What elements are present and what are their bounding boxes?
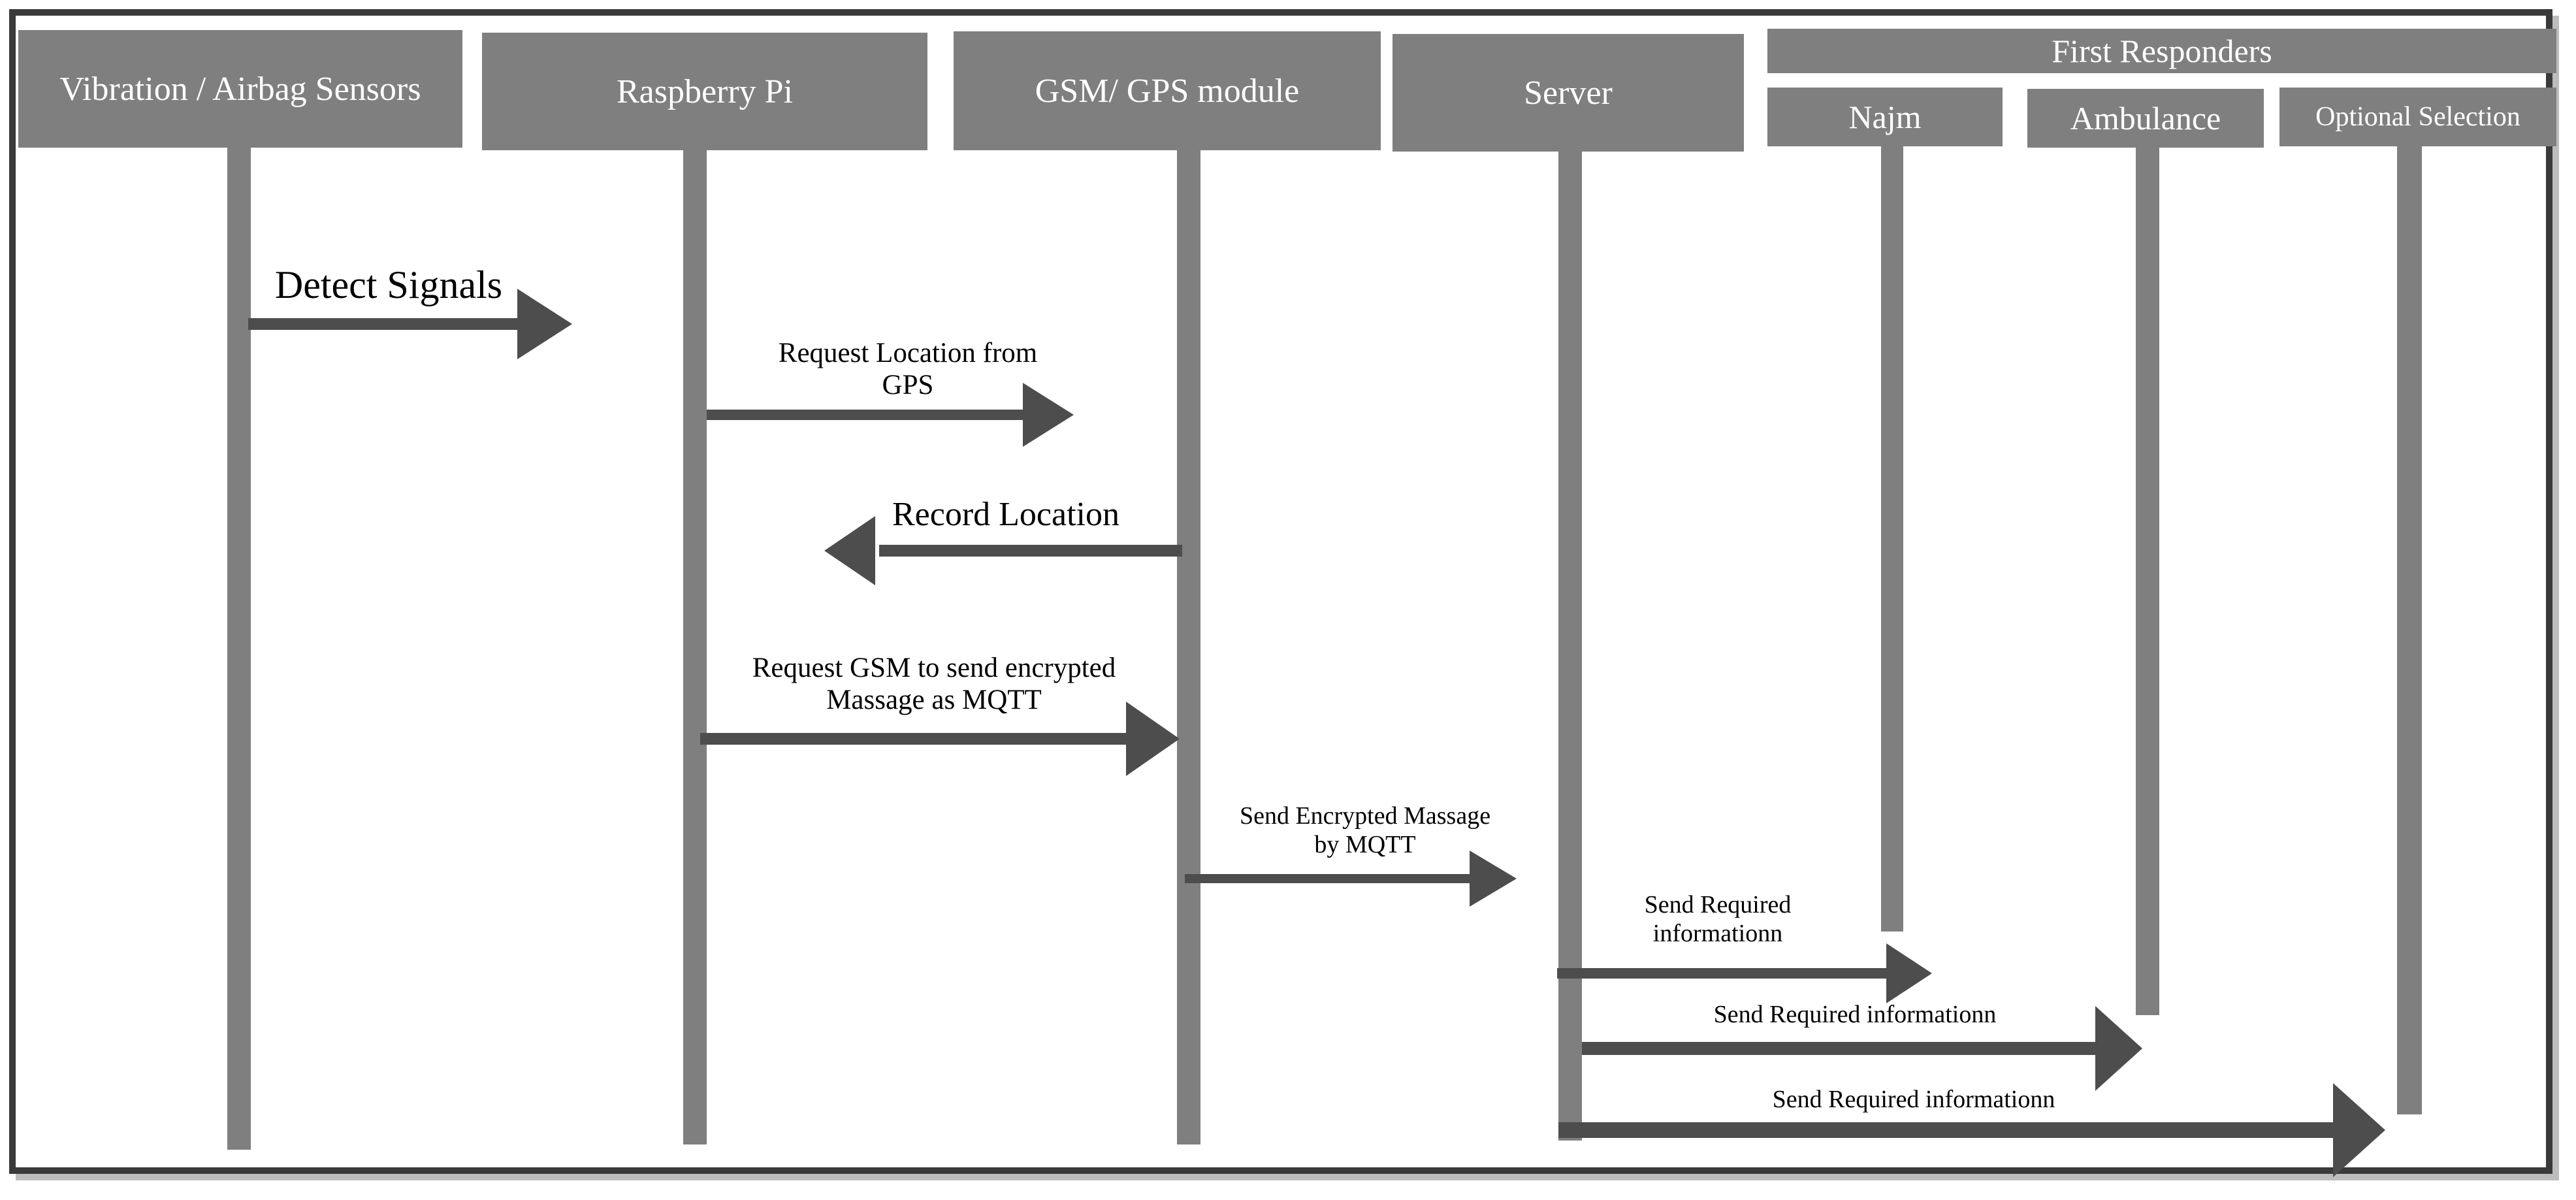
header-gsm-gps-module: GSM/ GPS module [954, 31, 1381, 150]
arrow-send-encrypted [1185, 851, 1517, 907]
lifeline-najm [1881, 146, 1903, 932]
lifeline-ambulance [2136, 148, 2159, 1015]
header-raspberry-pi: Raspberry Pi [482, 33, 927, 150]
arrow-send-optional [1558, 1083, 2385, 1177]
header-raspberry-pi-label: Raspberry Pi [616, 73, 794, 110]
label-request-location: Request Location from GPS [778, 338, 1038, 401]
arrow-request-location [707, 383, 1074, 447]
header-server: Server [1393, 34, 1744, 152]
arrow-send-najm [1557, 943, 1932, 1003]
header-first-responders: First Responders [1767, 29, 2556, 73]
header-first-responders-label: First Responders [2052, 33, 2272, 69]
header-optional-selection: Optional Selection [2279, 88, 2556, 146]
header-sensors-label: Vibration / Airbag Sensors [59, 70, 421, 108]
header-sensors: Vibration / Airbag Sensors [18, 30, 462, 148]
label-send-optional: Send Required informationn [1772, 1086, 2055, 1113]
header-ambulance-label: Ambulance [2070, 100, 2221, 137]
lifeline-optional-selection [2397, 146, 2422, 1114]
header-najm: Najm [1767, 88, 2003, 146]
arrow-request-gsm [700, 702, 1180, 776]
diagram-frame [9, 9, 2552, 1174]
header-optional-selection-label: Optional Selection [2315, 102, 2520, 132]
header-gsm-gps-label: GSM/ GPS module [1035, 72, 1300, 110]
arrow-detect-signals [248, 289, 572, 359]
arrow-send-ambulance [1582, 1006, 2142, 1091]
header-server-label: Server [1524, 74, 1613, 112]
label-detect-signals: Detect Signals [274, 263, 503, 306]
arrow-record-location [824, 516, 1182, 585]
label-send-ambulance: Send Required informationn [1713, 1001, 1997, 1028]
label-send-encrypted: Send Encrypted Massage by MQTT [1239, 802, 1491, 858]
header-ambulance: Ambulance [2027, 89, 2264, 148]
header-najm-label: Najm [1848, 99, 1922, 135]
label-send-najm: Send Required informationn [1644, 891, 1792, 947]
lifeline-sensors [227, 148, 251, 1150]
lifeline-raspberry-pi [683, 150, 707, 1144]
lifeline-gsm-gps-module [1177, 150, 1200, 1144]
label-record-location: Record Location [892, 496, 1119, 533]
label-request-gsm: Request GSM to send encrypted Massage as… [752, 653, 1116, 716]
